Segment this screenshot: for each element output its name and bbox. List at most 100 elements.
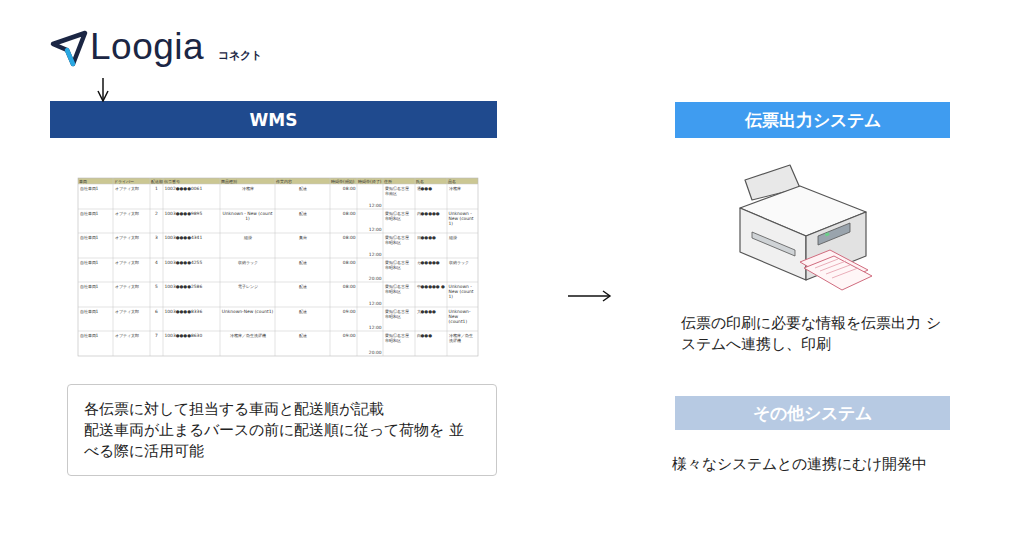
table-cell: 3 — [152, 235, 162, 257]
arrow-head — [603, 291, 610, 301]
system-band: 伝票出力システム — [675, 102, 950, 138]
table-cell: 12:00 — [359, 211, 382, 232]
table-line — [78, 209, 478, 210]
table-cell: 配達 — [277, 211, 329, 232]
table-cell: 4 — [152, 260, 162, 281]
slip-paper — [804, 256, 872, 290]
table-line — [330, 178, 331, 356]
table-cell: 電子レンジ — [222, 284, 274, 306]
table-cell: 愛知県名古屋 市昭和区 — [385, 284, 414, 306]
table-header-cell: 配送順 — [151, 179, 163, 184]
table-line — [150, 178, 151, 356]
table-cell: 愛知県名古屋 市昭和区 — [385, 309, 414, 330]
table-header-cell: 品名 — [448, 179, 478, 184]
table-cell: Unknown-New (count1) — [449, 309, 477, 330]
table-cell: 配達 — [277, 186, 329, 208]
arrow-shaft — [568, 295, 610, 296]
table-cell: 20:00 — [359, 260, 382, 281]
table-cell: 愛知県名古屋 市昭和区 — [385, 235, 414, 257]
node-heading: WMS — [250, 110, 298, 130]
node-text: コネクト — [218, 48, 262, 63]
node-heading: 各伝票に対して担当する車両と配送順が記載 — [84, 399, 464, 420]
table-cell: 配達 — [277, 260, 329, 281]
table-cell: 08:00 — [332, 211, 356, 232]
table-cell: 愛知県名古屋 市南区 — [385, 186, 414, 208]
table-cell: 自社車両1 — [80, 284, 112, 306]
table-cell: 12:00 — [359, 309, 382, 330]
logo-mark — [53, 33, 85, 64]
table-cell: Unknown - New (count 1) — [449, 284, 477, 306]
table-cell: 1003●●●●8336 — [165, 309, 219, 330]
table-cell: オプティ太郎 — [115, 186, 149, 208]
table-cell: 通●●● — [417, 186, 446, 208]
table-cell: 08:00 — [332, 260, 356, 281]
printer-illustration — [740, 165, 872, 290]
table-cell: 1003●●●●2586 — [165, 284, 219, 306]
table-cell: 自社車両1 — [80, 309, 112, 330]
table-cell: Unknown-New (count1) — [222, 309, 274, 330]
table-cell: 12:00 — [359, 186, 382, 208]
table-cell: 09:00 — [332, 309, 356, 330]
table-cell: 5 — [152, 284, 162, 306]
flow-arrow — [568, 291, 610, 301]
table-line — [447, 178, 448, 356]
table-grid — [78, 178, 478, 356]
table-line — [78, 282, 478, 283]
logo-accent — [67, 50, 73, 64]
table-cell: 愛知県名古屋 市昭和区 — [385, 333, 414, 355]
table-cell: 自社車両1 — [80, 211, 112, 232]
table-line — [78, 331, 478, 332]
node-text: 配送車両が止まるバースの前に配送順に従って荷物を 並べる際に活用可能 — [84, 420, 464, 462]
table-cell: 自社車両1 — [80, 333, 112, 355]
table-cell: 08:00 — [332, 235, 356, 257]
table-lines — [78, 178, 478, 356]
description-text: 様々なシステムとの連携にむけ開発中 — [672, 454, 972, 476]
table-cell: 08:00 — [332, 186, 356, 208]
table-line — [78, 258, 478, 259]
table-cell: 1 — [152, 186, 162, 208]
table-cell: 20:00 — [359, 333, 382, 355]
table-cell: 白●●● — [417, 333, 446, 355]
table-cell: 2 — [152, 211, 162, 232]
table-cell: 集荷 — [277, 235, 329, 257]
table-cell: 自社車両1 — [80, 186, 112, 208]
table-line — [163, 178, 164, 356]
table-line — [78, 184, 478, 185]
printer-front — [740, 208, 806, 280]
table-cell: 1003●●●●9895 — [165, 211, 219, 232]
table-cell: オプティ太郎 — [115, 260, 149, 281]
table-cell: 自社車両1 — [80, 235, 112, 257]
node-heading: 伝票出力システム — [745, 109, 881, 132]
table-cell: 収納ラック — [449, 260, 477, 281]
table-header-cell: 車両 — [79, 179, 113, 184]
table-cell: 冷蔵庫／衛生洗濯機 — [222, 333, 274, 355]
table-cell: 自社車両1 — [80, 260, 112, 281]
node-heading: その他システム — [753, 402, 872, 425]
table-line — [113, 178, 114, 356]
table-line — [275, 178, 276, 356]
table-header-bg — [78, 178, 478, 184]
table-cell: 1002●●●●0061 — [165, 186, 219, 208]
table-cell: 配達 — [277, 333, 329, 355]
table-cell: 内●●●●● — [417, 211, 446, 232]
connector-arrow — [102, 78, 104, 101]
system-band: その他システム — [675, 396, 950, 430]
table-cell: オプティ太郎 — [115, 309, 149, 330]
table-line — [415, 178, 416, 356]
table-cell: カ●●●●● — [417, 260, 446, 281]
table-header-cell: 氏名 — [416, 179, 447, 184]
table-border — [78, 178, 478, 356]
table-cell: 1003●●●●4255 — [165, 260, 219, 281]
status-light — [825, 232, 830, 236]
table-cell: Unknown - New (count 1) — [449, 211, 477, 232]
table-cell: 愛知県名古屋 市昭和区 — [385, 211, 414, 232]
table-header-cell: 伝票番号 — [164, 179, 220, 184]
logo: Loogiaコネクト — [86, 24, 286, 78]
table-cell: 冷蔵庫／衛生 洗濯機 — [449, 333, 477, 355]
table-cell: 組掛 — [449, 235, 477, 257]
table-header-cell: 住所 — [384, 179, 415, 184]
paper-slot — [752, 232, 795, 256]
table-line — [383, 178, 384, 356]
description-text: 伝票の印刷に必要な情報を伝票出力 システムへ連携し、印刷 — [681, 313, 943, 357]
